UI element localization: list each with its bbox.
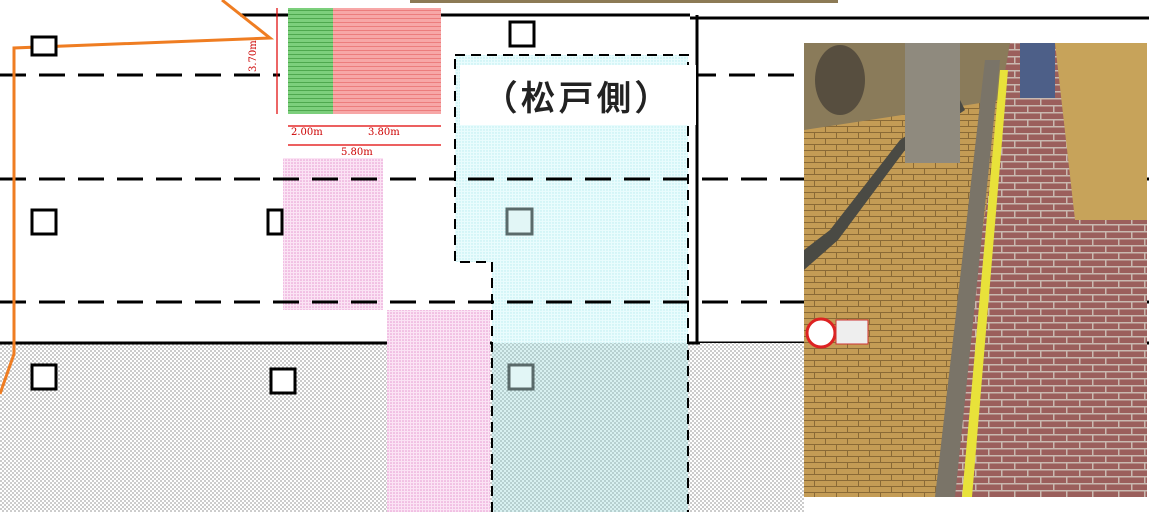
dim-width-red-label: 3.80m	[368, 127, 400, 138]
column-markers	[30, 20, 536, 395]
dim-height-label: 3.70m	[248, 40, 259, 72]
dim-width-total-label: 5.80m	[341, 147, 373, 158]
platform-photo	[804, 43, 1147, 497]
orange-outline	[0, 0, 275, 395]
column-markers-faded	[505, 207, 535, 391]
side-label-text: （松戸側）	[483, 79, 673, 119]
gray-dotted-zone-right	[700, 343, 804, 512]
green-hatch-block	[288, 8, 333, 114]
red-hatch-block	[333, 8, 441, 114]
pink-zone-upper	[283, 158, 383, 310]
cyan-zone-outline	[454, 54, 689, 512]
top-photo-edge	[410, 0, 838, 3]
pink-zone-lower	[387, 310, 490, 512]
dim-width-green-label: 2.00m	[291, 127, 323, 138]
dimension-lines	[276, 8, 441, 146]
side-label: （松戸側）	[460, 65, 696, 125]
